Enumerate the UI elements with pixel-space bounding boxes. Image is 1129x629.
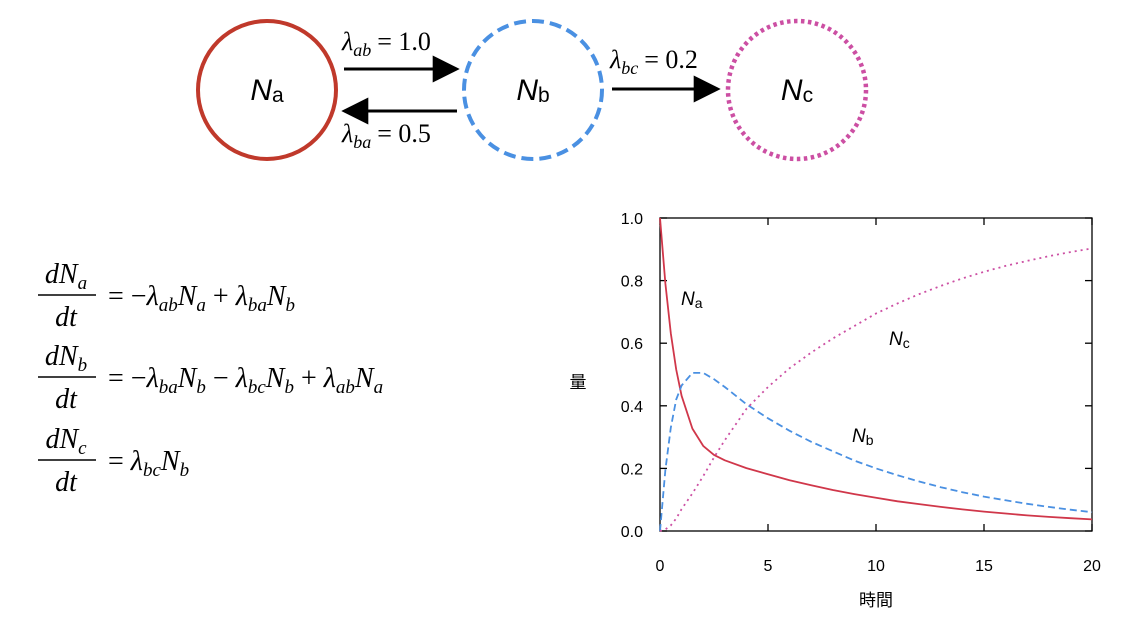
eq-term: = − xyxy=(108,363,147,394)
eq-subscript: b xyxy=(284,377,294,398)
node-nb-circle xyxy=(462,19,604,161)
rate-ba-label: λba= 0.5 xyxy=(341,119,431,152)
x-tick-label: 15 xyxy=(975,558,993,575)
eq-nc-numerator: dNc xyxy=(45,424,87,459)
eq-subscript: a xyxy=(196,295,206,316)
eq-term: N xyxy=(265,363,286,394)
rate-ab-label: λab= 1.0 xyxy=(341,27,431,60)
eq-nc-rhs: = λbcNb xyxy=(108,446,189,481)
eq-subscript: b xyxy=(286,295,296,316)
eq-na-numerator: dNa xyxy=(45,259,87,294)
x-axis-label: 時間 xyxy=(859,591,893,610)
eq-term: = xyxy=(108,446,131,477)
series-label-nb: Nb xyxy=(852,426,874,448)
eq-nb-numerator: dNb xyxy=(45,341,87,376)
y-tick-label: 0.2 xyxy=(621,461,643,478)
eq-na-rhs: = −λabNa + λbaNb xyxy=(108,281,295,316)
eq-subscript: a xyxy=(374,377,384,398)
series-lines xyxy=(659,217,1093,532)
compartment-diagram: Na Nb Nc λab= 1.0 λba= 0.5 xyxy=(196,18,869,162)
node-nb-label: Nb xyxy=(516,74,549,107)
eq-term: N xyxy=(266,281,287,312)
y-tick-label: 0.8 xyxy=(621,274,643,291)
eq-nb-rhs: = −λbaNb − λbcNb + λabNa xyxy=(108,363,383,398)
eq-term: λ xyxy=(146,281,159,312)
equation-nb: dNb dt = −λbaNb − λbcNb + λabNa xyxy=(38,341,383,415)
series-line-na xyxy=(659,217,1093,521)
node-nc-label: Nc xyxy=(781,74,813,107)
eq-term: λ xyxy=(146,363,159,394)
eq-term: N xyxy=(354,363,375,394)
node-na-label: Na xyxy=(250,74,284,107)
eq-nc-denominator: dt xyxy=(55,467,78,498)
eq-term: N xyxy=(177,281,198,312)
eq-term: + xyxy=(294,363,324,394)
equation-nc: dNc dt = λbcNb xyxy=(38,424,189,498)
eq-term: λ xyxy=(235,281,248,312)
series-label-na: Na xyxy=(681,289,703,311)
eq-subscript: ab xyxy=(336,377,355,398)
x-tick-label: 5 xyxy=(764,558,773,575)
series-line-nb xyxy=(659,372,1093,532)
eq-subscript: b xyxy=(196,377,206,398)
eq-term: − xyxy=(206,363,236,394)
node-na-circle xyxy=(196,19,338,161)
node-nc-circle xyxy=(725,18,869,162)
y-axis-label: 量 xyxy=(570,373,587,392)
rate-bc-label: λbc= 0.2 xyxy=(609,45,698,78)
node-nc: Nc xyxy=(725,18,869,162)
equations: dNa dt = −λabNa + λbaNb dNb dt = −λbaNb … xyxy=(38,259,383,498)
y-tick-label: 0.6 xyxy=(621,336,643,353)
eq-subscript: b xyxy=(180,460,190,481)
plot-frame xyxy=(659,217,1093,532)
series-line-nc xyxy=(659,247,1093,532)
eq-term: λ xyxy=(130,446,143,477)
y-tick-label: 1.0 xyxy=(621,211,643,228)
node-na: Na xyxy=(196,19,338,161)
eq-term: N xyxy=(160,446,181,477)
eq-term: = − xyxy=(108,281,147,312)
x-tick-label: 10 xyxy=(867,558,885,575)
node-nb: Nb xyxy=(462,19,604,161)
y-tick-label: 0.4 xyxy=(621,399,643,416)
y-tick-label: 0.0 xyxy=(621,524,643,541)
eq-na-denominator: dt xyxy=(55,302,78,333)
eq-nb-denominator: dt xyxy=(55,384,78,415)
equation-na: dNa dt = −λabNa + λbaNb xyxy=(38,259,295,333)
series-label-nc: Nc xyxy=(889,329,910,351)
eq-term: λ xyxy=(235,363,248,394)
axis-ticks: 0 5 10 15 20 0.0 0.2 0.4 0.6 0.8 1.0 xyxy=(621,211,1101,575)
x-tick-label: 0 xyxy=(656,558,665,575)
eq-term: N xyxy=(177,363,198,394)
x-tick-label: 20 xyxy=(1083,558,1101,575)
eq-subscript: bc xyxy=(248,377,267,398)
eq-term: λ xyxy=(323,363,336,394)
eq-subscript: bc xyxy=(143,460,162,481)
eq-term: + xyxy=(206,281,236,312)
eq-subscript: ab xyxy=(159,295,178,316)
eq-subscript: ba xyxy=(248,295,267,316)
eq-subscript: ba xyxy=(159,377,178,398)
